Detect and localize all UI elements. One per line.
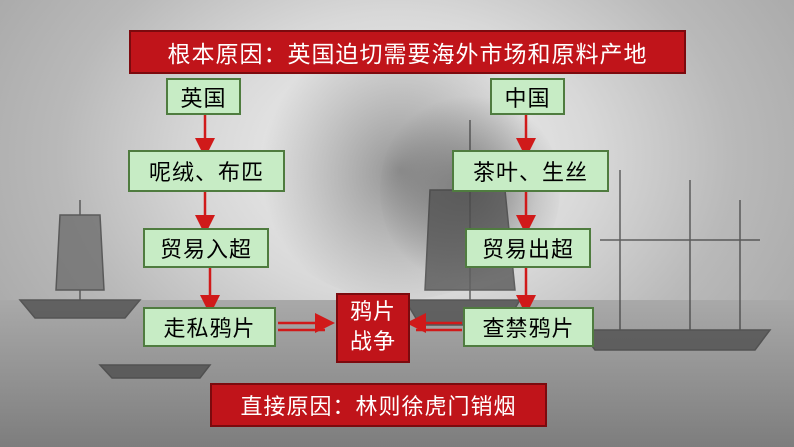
china-goods-box: 茶叶、生丝 bbox=[452, 150, 609, 192]
root-cause-banner: 根本原因：英国迫切需要海外市场和原料产地 bbox=[129, 30, 686, 74]
root-cause-text: 根本原因：英国迫切需要海外市场和原料产地 bbox=[167, 42, 648, 68]
opium-ban-box: 查禁鸦片 bbox=[463, 307, 594, 347]
opium-smuggling-label: 走私鸦片 bbox=[163, 317, 256, 342]
trade-surplus-box: 贸易出超 bbox=[465, 228, 591, 268]
opium-smuggling-box: 走私鸦片 bbox=[143, 307, 276, 347]
trade-surplus-label: 贸易出超 bbox=[481, 238, 574, 263]
direct-cause-text: 直接原因：林则徐虎门销烟 bbox=[240, 395, 517, 420]
opium-war-box: 鸦片 战争 bbox=[336, 293, 410, 363]
trade-deficit-box: 贸易入超 bbox=[143, 228, 269, 268]
britain-goods-label: 呢绒、布匹 bbox=[148, 161, 264, 186]
trade-deficit-label: 贸易入超 bbox=[159, 238, 252, 263]
britain-goods-box: 呢绒、布匹 bbox=[128, 150, 285, 192]
china-box: 中国 bbox=[490, 78, 565, 115]
china-label: 中国 bbox=[504, 86, 551, 112]
opium-war-line1: 鸦片 bbox=[349, 300, 396, 325]
britain-box: 英国 bbox=[166, 78, 241, 115]
britain-label: 英国 bbox=[180, 86, 227, 112]
opium-war-line2: 战争 bbox=[349, 330, 396, 355]
china-goods-label: 茶叶、生丝 bbox=[472, 161, 588, 186]
opium-ban-label: 查禁鸦片 bbox=[482, 317, 575, 342]
direct-cause-banner: 直接原因：林则徐虎门销烟 bbox=[210, 383, 547, 427]
